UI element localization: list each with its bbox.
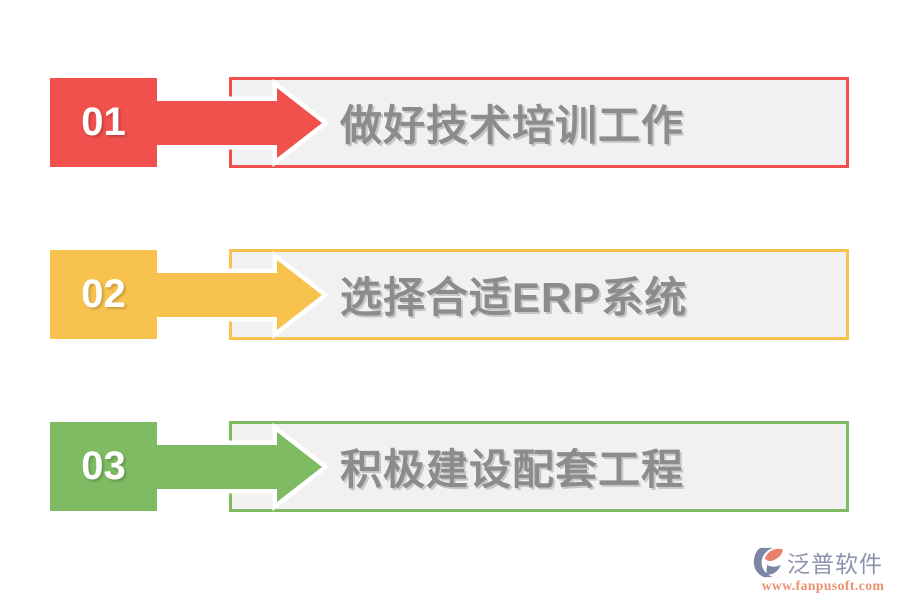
banner-box-2: 选择合适ERP系统: [229, 249, 849, 340]
step-number-badge-3: 03: [50, 422, 157, 511]
step-label-2: 选择合适ERP系统: [340, 274, 688, 321]
step-label-1: 做好技术培训工作: [340, 102, 685, 149]
right-arrow-icon: [138, 78, 330, 168]
step-row-2: 选择合适ERP系统 02: [0, 249, 900, 340]
brand-url: www.fanpusoft.com: [761, 578, 885, 593]
step-label-3: 积极建设配套工程: [340, 446, 685, 493]
step-number-1: 01: [81, 100, 126, 144]
brand-watermark: 泛普软件 www.fanpusoft.com: [752, 545, 894, 594]
banner-box-1: 做好技术培训工作: [229, 77, 849, 168]
brand-name: 泛普软件: [787, 551, 883, 577]
right-arrow-icon: [138, 422, 330, 512]
banner-box-3: 积极建设配套工程: [229, 421, 849, 512]
right-arrow-icon: [138, 250, 330, 340]
step-number-badge-1: 01: [50, 78, 157, 167]
step-number-2: 02: [81, 272, 126, 316]
step-number-badge-2: 02: [50, 250, 157, 339]
fanpu-logo-icon: [753, 547, 783, 577]
step-number-3: 03: [81, 444, 126, 488]
step-row-3: 积极建设配套工程 03: [0, 421, 900, 512]
step-row-1: 做好技术培训工作 01: [0, 77, 900, 168]
